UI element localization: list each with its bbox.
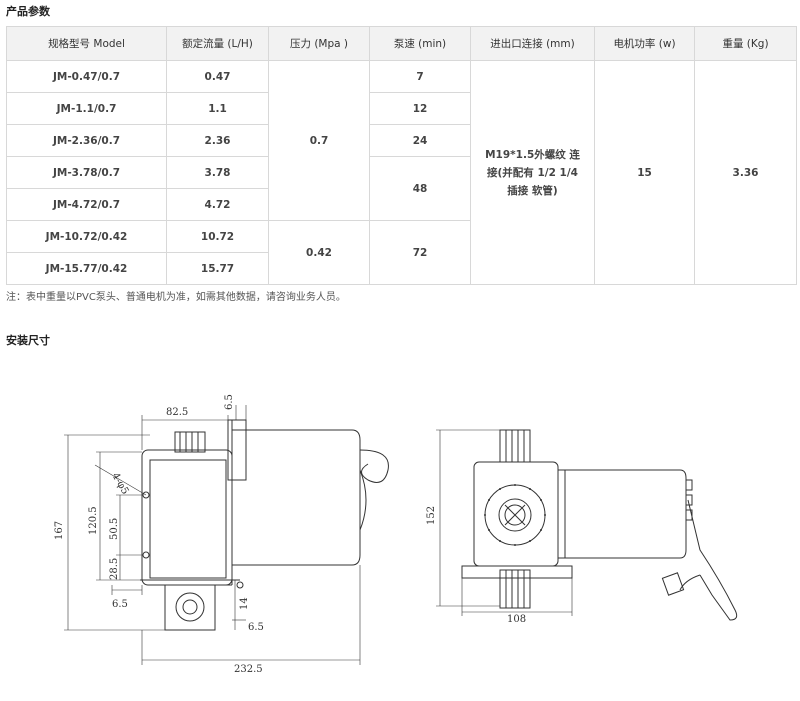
header-power: 电机功率 (w) — [594, 26, 695, 61]
cell-speed: 12 — [369, 92, 471, 125]
front-view-dimensions — [436, 429, 573, 616]
dim-6-5-top: 6.5 — [224, 394, 235, 410]
dim-50-5: 50.5 — [109, 518, 120, 540]
header-flow: 额定流量 (L/H) — [166, 26, 269, 61]
cell-flow: 3.78 — [166, 156, 269, 189]
header-model: 规格型号 Model — [6, 26, 167, 61]
cell-model: JM-4.72/0.7 — [6, 188, 167, 221]
spec-table: 规格型号 Model 额定流量 (L/H) 压力 (Mpa ) 泵速 (min)… — [6, 26, 797, 285]
cell-flow: 15.77 — [166, 252, 269, 285]
table-row: JM-2.36/0.7 2.36 24 — [6, 124, 797, 157]
dim-4-phi5: 4-φ5 — [109, 471, 130, 497]
dim-82-5: 82.5 — [166, 407, 188, 418]
header-pressure: 压力 (Mpa ) — [268, 26, 370, 61]
cell-model: JM-0.47/0.7 — [6, 60, 167, 93]
cell-model: JM-10.72/0.42 — [6, 220, 167, 253]
table-row: JM-4.72/0.7 4.72 — [6, 188, 797, 221]
cell-model: JM-2.36/0.7 — [6, 124, 167, 157]
cell-flow: 0.47 — [166, 60, 269, 93]
cell-flow: 2.36 — [166, 124, 269, 157]
installation-drawing: 82.5 6.5 4-φ5 167 120.5 50.5 28.5 6.5 14… — [54, 394, 738, 675]
cell-connection: M19*1.5外螺纹 连接(并配有 1/2 1/4插接 软管) — [470, 60, 595, 285]
cell-model: JM-3.78/0.7 — [6, 156, 167, 189]
section-title-parameters: 产品参数 — [6, 5, 50, 18]
table-row: JM-3.78/0.7 3.78 48 — [6, 156, 797, 221]
table-note: 注：表中重量以PVC泵头、普通电机为准，如需其他数据，请咨询业务人员。 — [6, 292, 346, 303]
cell-speed: 72 — [369, 220, 471, 285]
cell-power: 15 — [594, 60, 695, 285]
side-view-dimensions — [64, 405, 361, 665]
cell-speed: 24 — [369, 124, 471, 157]
cell-pressure: 0.7 — [268, 60, 370, 221]
header-connection: 进出口连接 (mm) — [470, 26, 595, 61]
cell-flow: 1.1 — [166, 92, 269, 125]
table-row: JM-10.72/0.42 10.72 0.42 72 — [6, 220, 797, 285]
cell-model: JM-1.1/0.7 — [6, 92, 167, 125]
cell-flow: 10.72 — [166, 220, 269, 253]
dial-markings — [484, 484, 546, 546]
dim-232-5: 232.5 — [234, 664, 263, 675]
dim-14: 14 — [239, 597, 250, 610]
dim-6-5-bottom: 6.5 — [248, 622, 264, 633]
front-view-pump — [461, 429, 738, 621]
cell-flow: 4.72 — [166, 188, 269, 221]
dim-28-5: 28.5 — [109, 558, 120, 580]
table-row: JM-1.1/0.7 1.1 12 — [6, 92, 797, 125]
table-header-row: 规格型号 Model 额定流量 (L/H) 压力 (Mpa ) 泵速 (min)… — [6, 26, 797, 61]
dim-152: 152 — [426, 506, 437, 525]
dim-120-5: 120.5 — [88, 506, 99, 535]
cell-speed: 7 — [369, 60, 471, 93]
table-row: JM-15.77/0.42 15.77 — [6, 252, 797, 285]
header-speed: 泵速 (min) — [369, 26, 471, 61]
cell-model: JM-15.77/0.42 — [6, 252, 167, 285]
header-weight: 重量 (Kg) — [694, 26, 797, 61]
dim-108: 108 — [507, 614, 526, 625]
dim-167: 167 — [54, 521, 65, 540]
section-title-installation: 安装尺寸 — [6, 334, 50, 347]
dim-6-5-left: 6.5 — [112, 599, 128, 610]
side-view-pump — [140, 419, 389, 631]
cell-speed: 48 — [369, 156, 471, 221]
table-row: JM-0.47/0.7 0.47 0.7 7 M19*1.5外螺纹 连接(并配有… — [6, 60, 797, 285]
cell-pressure: 0.42 — [268, 220, 370, 285]
cell-weight: 3.36 — [694, 60, 797, 285]
